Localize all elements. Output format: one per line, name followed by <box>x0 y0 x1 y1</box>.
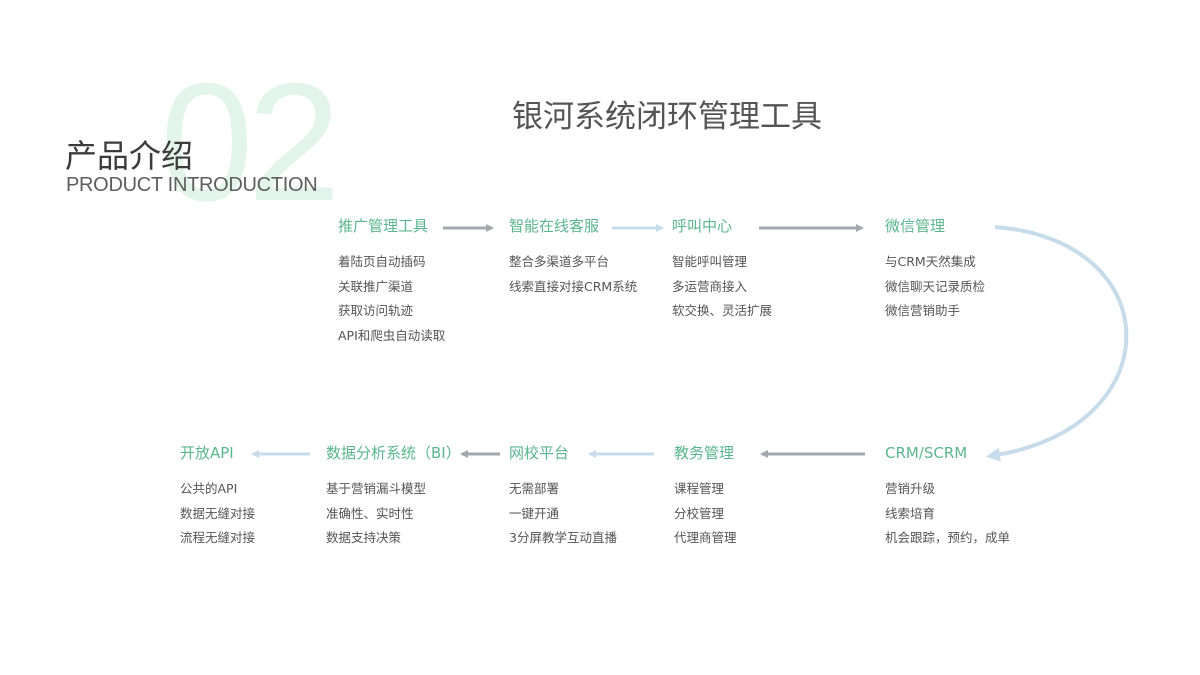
node-title-promo-tools: 推广管理工具 <box>338 217 429 235</box>
list-item: 课程管理 <box>674 481 725 496</box>
list-item: 营销升级 <box>885 481 936 496</box>
node-list-academic: 课程管理 分校管理 代理商管理 <box>674 477 737 551</box>
list-item: 基于营销漏斗模型 <box>326 481 427 496</box>
list-item: 多运营商接入 <box>672 278 748 294</box>
node-list-online-school: 无需部署 一键开通 3分屏教学互动直播 <box>509 477 617 551</box>
node-title-crm: CRM/SCRM <box>885 444 968 462</box>
node-title-call-center: 呼叫中心 <box>672 217 733 235</box>
node-title-online-school: 网校平台 <box>509 444 570 462</box>
node-list-call-center: 智能呼叫管理 多运营商接入 软交换、灵活扩展 <box>672 250 772 324</box>
list-item: 公共的API <box>180 481 238 496</box>
node-list-open-api: 公共的API 数据无缝对接 流程无缝对接 <box>180 477 255 551</box>
node-title-open-api: 开放API <box>180 444 234 462</box>
list-item: 流程无缝对接 <box>180 530 256 545</box>
list-item: 获取访问轨迹 <box>338 303 414 318</box>
list-item: 与CRM天然集成 <box>885 254 976 269</box>
list-item: 数据无缝对接 <box>180 505 256 521</box>
node-title-wechat: 微信管理 <box>885 217 946 235</box>
list-item: 分校管理 <box>674 505 725 521</box>
node-title-bi: 数据分析系统（BI） <box>326 444 461 462</box>
list-item: 着陆页自动插码 <box>338 254 426 269</box>
page-title: 银河系统闭环管理工具 <box>512 99 822 135</box>
section-title: 产品介绍 <box>65 137 194 175</box>
node-title-online-service: 智能在线客服 <box>509 217 600 235</box>
node-list-wechat: 与CRM天然集成 微信聊天记录质检 微信营销助手 <box>885 250 985 324</box>
node-title-academic: 教务管理 <box>674 444 735 462</box>
list-item: 准确性、实时性 <box>326 505 414 521</box>
list-item: 关联推广渠道 <box>338 278 414 294</box>
node-list-online-service: 整合多渠道多平台 线索直接对接CRM系统 <box>509 250 637 299</box>
list-item: API和爬虫自动读取 <box>338 327 446 343</box>
list-item: 机会跟踪，预约，成单 <box>885 530 1011 545</box>
list-item: 3分屏教学互动直播 <box>509 530 617 545</box>
list-item: 整合多渠道多平台 <box>509 254 610 269</box>
list-item: 代理商管理 <box>674 530 737 545</box>
arrow-wechat-to-crm <box>986 225 1129 462</box>
section-subtitle: PRODUCT INTRODUCTION <box>66 174 318 196</box>
section-number: 02 <box>160 48 341 236</box>
list-item: 线索直接对接CRM系统 <box>509 278 638 294</box>
list-item: 线索培育 <box>885 505 936 521</box>
list-item: 一键开通 <box>509 505 560 521</box>
node-list-crm: 营销升级 线索培育 机会跟踪，预约，成单 <box>885 477 1010 551</box>
node-list-bi: 基于营销漏斗模型 准确性、实时性 数据支持决策 <box>326 477 426 551</box>
list-item: 微信营销助手 <box>885 303 961 318</box>
list-item: 无需部署 <box>509 481 560 496</box>
list-item: 软交换、灵活扩展 <box>672 303 773 318</box>
list-item: 微信聊天记录质检 <box>885 278 986 294</box>
list-item: 智能呼叫管理 <box>672 254 748 269</box>
node-list-promo-tools: 着陆页自动插码 关联推广渠道 获取访问轨迹 API和爬虫自动读取 <box>338 250 445 348</box>
list-item: 数据支持决策 <box>326 530 402 545</box>
